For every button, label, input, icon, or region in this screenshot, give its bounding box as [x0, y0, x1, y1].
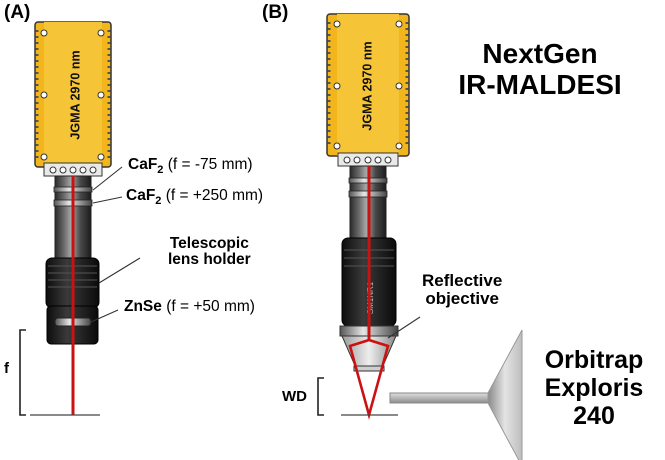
- laser-model-label-a: JGMA 2970 nm: [68, 50, 82, 139]
- ms-line1: Orbitrap: [544, 346, 644, 374]
- reflective-line1: Reflective: [422, 271, 503, 290]
- panel-b-label: (B): [262, 2, 289, 23]
- panel-a-label: (A): [4, 2, 31, 23]
- laser-housing-b: JGMA 2970 nm: [326, 13, 410, 167]
- ms-line3: 240: [573, 402, 615, 430]
- working-distance-bracket: [317, 377, 324, 416]
- caf2-neg-sub: 2: [157, 164, 164, 177]
- caf2-neg-name: CaF: [128, 156, 158, 173]
- reflective-line2: objective: [425, 288, 500, 308]
- title: NextGen IR-MALDESI: [440, 38, 640, 101]
- telescopic-line2: lens holder: [168, 251, 251, 269]
- laser-housing-a: JGMA 2970 nm: [34, 21, 112, 177]
- ms-label: Orbitrap Exploris 240: [525, 346, 663, 430]
- znse-name: ZnSe: [124, 298, 162, 315]
- label-reflective: Reflective objective: [422, 272, 502, 308]
- label-caf2-neg: CaF2 (f = -75 mm): [128, 156, 253, 177]
- caf2-neg-spec: (f = -75 mm): [163, 156, 253, 173]
- panel-b-assembly: JGMA 2970 nm SM1NR1: [317, 13, 410, 420]
- znse-spec: (f = +50 mm): [161, 298, 255, 315]
- focal-length-bracket: [19, 329, 26, 416]
- caf2-pos-sub: 2: [155, 195, 162, 208]
- leader-reflective: [387, 316, 421, 339]
- laser-model-label-b: JGMA 2970 nm: [360, 41, 374, 130]
- panel-a-assembly: JGMA 2970 nm: [19, 21, 112, 416]
- label-focal-length: f: [4, 360, 9, 377]
- ms-inlet: [389, 329, 523, 460]
- laser-face-a: [44, 22, 102, 167]
- title-line2: IR-MALDESI: [458, 69, 622, 101]
- leader-lines-a: [90, 166, 141, 323]
- telescopic-line1: Telescopic: [169, 235, 249, 252]
- label-znse: ZnSe (f = +50 mm): [124, 298, 255, 315]
- label-caf2-pos: CaF2 (f = +250 mm): [126, 187, 264, 208]
- caf2-pos-spec: (f = +250 mm): [161, 187, 264, 204]
- title-line1: NextGen: [482, 38, 598, 69]
- ms-inlet-cone: [487, 329, 523, 460]
- ms-line2: Exploris: [544, 374, 644, 402]
- lens-mount-text: SM1NR1: [366, 281, 375, 314]
- ms-capillary: [389, 392, 491, 404]
- caf2-pos-name: CaF: [126, 187, 156, 204]
- label-working-distance: WD: [282, 388, 307, 405]
- label-telescopic: Telescopic lens holder: [168, 235, 251, 269]
